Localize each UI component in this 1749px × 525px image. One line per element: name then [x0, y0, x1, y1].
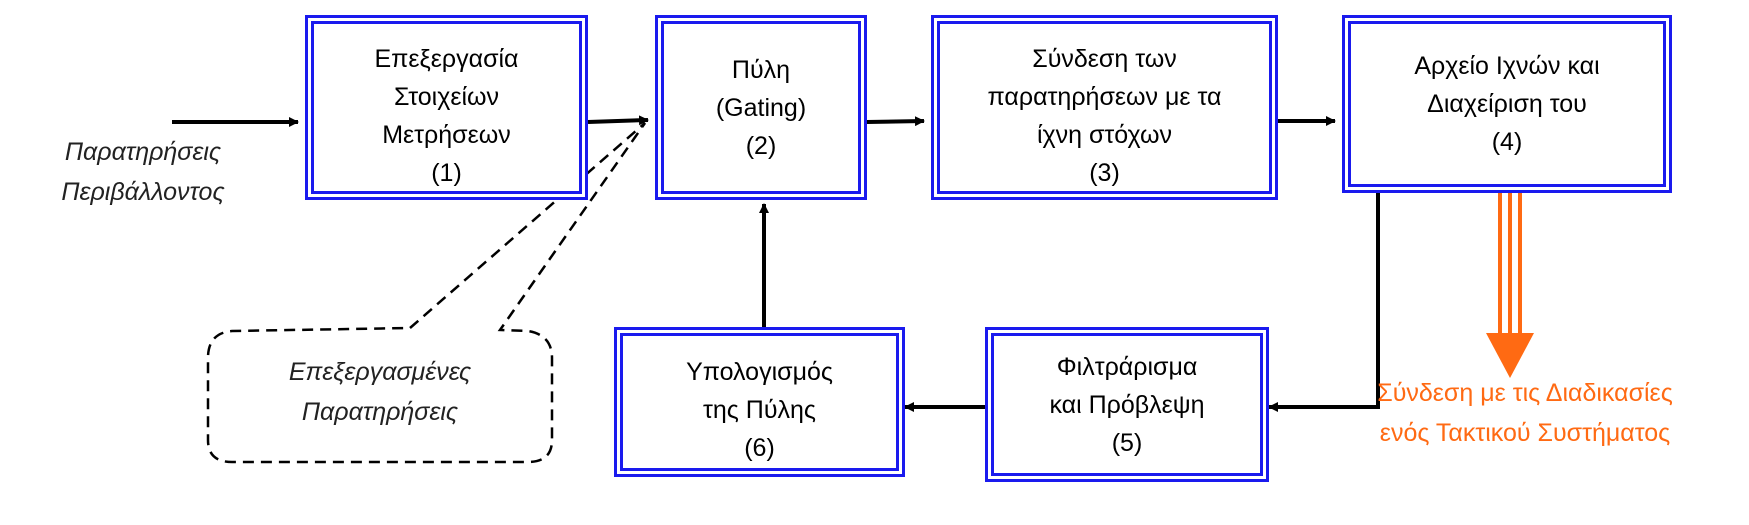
output-arrow	[1498, 187, 1522, 336]
block5-line1: Φιλτράρισμα	[1056, 352, 1198, 381]
block5-line2: και Πρόβλεψη	[1049, 390, 1205, 419]
block-track-file: Αρχείο Ιχνών και Διαχείριση του (4)	[1342, 15, 1672, 193]
output-arrowhead	[1486, 333, 1534, 378]
block4-line1: Αρχείο Ιχνών και	[1414, 52, 1600, 80]
block2-number: (2)	[745, 131, 777, 160]
block-gating: Πύλη (Gating) (2)	[655, 15, 867, 200]
block6-line2: της Πύλης	[703, 396, 816, 424]
callout-line2: Παρατηρήσεις	[301, 398, 459, 426]
block1-line1: Επεξεργασία	[374, 44, 519, 73]
output-label-line2: ενός Τακτικού Συστήματος	[1379, 419, 1671, 447]
arrow-block4-to-block5	[1268, 193, 1380, 412]
block-track-association: Σύνδεση των παρατηρήσεων με τα ίχνη στόχ…	[931, 15, 1278, 200]
block4-number: (4)	[1491, 128, 1523, 156]
block6-line1: Υπολογισμός	[686, 358, 833, 386]
block-measurement-processing: Επεξεργασία Στοιχείων Μετρήσεων (1)	[305, 15, 588, 200]
block3-number: (3)	[1089, 158, 1120, 187]
arrow-block1-to-block2	[587, 115, 649, 126]
block1-line3: Μετρήσεων	[382, 120, 511, 149]
block3-line3: ίχνη στόχων	[1036, 120, 1173, 149]
block3-line2: παρατηρήσεων με τα	[987, 82, 1222, 111]
block-gate-computation: Υπολογισμός της Πύλης (6)	[614, 327, 905, 477]
block2-line2: (Gating)	[715, 93, 807, 122]
block1-line2: Στοιχείων	[393, 82, 500, 111]
block1-number: (1)	[431, 158, 462, 187]
input-label-line2: Περιβάλλοντος	[61, 178, 225, 206]
callout-line1: Επεξεργασμένες	[288, 358, 472, 386]
block3-line1: Σύνδεση των	[1032, 44, 1177, 73]
output-label: Σύνδεση με τις Διαδικασίες ενός Τακτικού…	[1340, 373, 1710, 453]
block4-line2: Διαχείριση του	[1427, 90, 1587, 118]
input-label: Παρατηρήσεις Περιβάλλοντος	[38, 132, 248, 212]
block6-number: (6)	[744, 434, 775, 462]
block5-number: (5)	[1111, 428, 1143, 457]
callout-bubble	[206, 122, 647, 464]
callout-text: Επεξεργασμένες Παρατηρήσεις	[230, 352, 530, 432]
output-label-line1: Σύνδεση με τις Διαδικασίες	[1377, 379, 1673, 407]
input-label-line1: Παρατηρήσεις	[64, 138, 222, 166]
block2-line1: Πύλη	[731, 55, 791, 84]
arrow-block2-to-block3	[866, 116, 925, 127]
block-filtering-prediction: Φιλτράρισμα και Πρόβλεψη (5)	[985, 327, 1269, 482]
